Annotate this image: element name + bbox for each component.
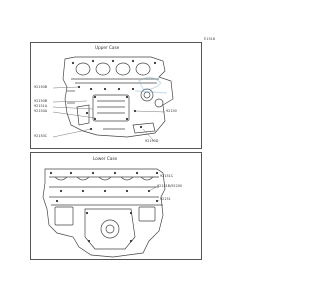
callout-92150a: 92150A [34,109,48,113]
upper-case-panel: Upper Case [30,42,202,149]
callout-92150b-mid: 92150B [34,99,48,103]
upper-case-title: Upper Case [95,45,120,50]
callout-92151a: 92151A [34,104,48,108]
callout-92150c: 92150C [34,134,48,138]
callout-92150: 92150 [166,109,177,113]
callout-92151b-92200: 92151B/92200 [157,184,183,188]
callout-92151: 92151 [160,197,171,201]
callout-92150b-top: 92150B [34,85,48,89]
callout-92151c: 92151C [160,174,174,178]
lower-case-title: Lower Case [93,156,118,161]
lower-case-drawing [42,168,166,258]
upper-case-drawing [52,56,174,142]
lower-case-panel: Lower Case [30,152,202,260]
figure-reference-code: E1518 [204,37,216,41]
callout-92150d: 92150D [145,139,159,143]
